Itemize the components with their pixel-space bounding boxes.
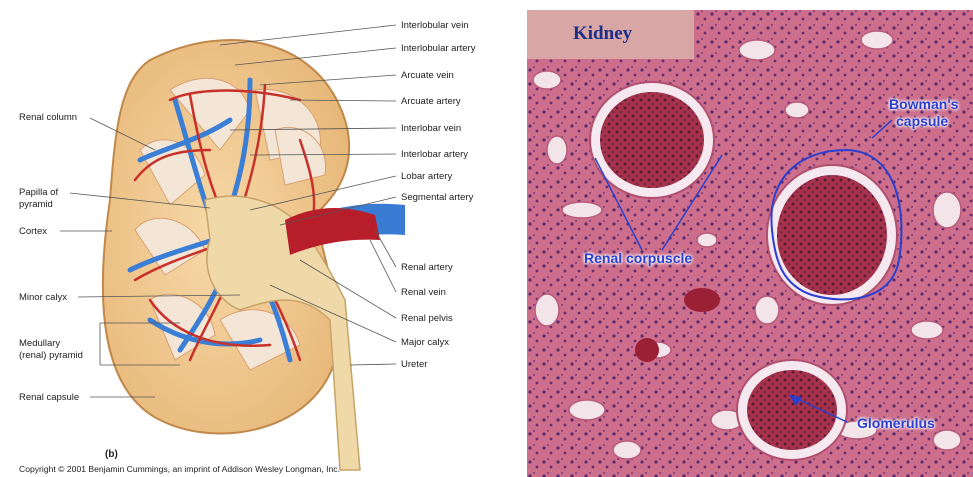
label-cortex: Cortex xyxy=(19,226,47,237)
label-papilla-line2: pyramid xyxy=(19,199,53,210)
label-lobar-artery: Lobar artery xyxy=(401,171,452,182)
label-major-calyx: Major calyx xyxy=(401,337,449,348)
label-ureter: Ureter xyxy=(401,359,427,370)
kidney-diagram-panel: Interlobular vein Interlobular artery Ar… xyxy=(0,0,500,477)
label-renal-artery: Renal artery xyxy=(401,262,453,273)
copyright-notice: Copyright © 2001 Benjamin Cummings, an i… xyxy=(19,464,340,474)
label-medullary-line2: (renal) pyramid xyxy=(19,350,83,361)
micrograph-title: Kidney xyxy=(573,23,632,45)
label-bowmans-line2: capsule xyxy=(896,113,948,129)
label-renal-column: Renal column xyxy=(19,112,77,123)
figure-letter: (b) xyxy=(105,449,118,460)
label-minor-calyx: Minor calyx xyxy=(19,292,67,303)
label-glomerulus: Glomerulus xyxy=(857,415,935,431)
label-bowmans-line1: Bowman's xyxy=(889,96,958,112)
label-medullary-line1: Medullary xyxy=(19,338,60,349)
label-interlobar-vein: Interlobar vein xyxy=(401,123,461,134)
label-interlobar-artery: Interlobar artery xyxy=(401,149,468,160)
label-renal-capsule: Renal capsule xyxy=(19,392,79,403)
label-renal-vein: Renal vein xyxy=(401,287,446,298)
label-segmental-artery: Segmental artery xyxy=(401,192,473,203)
label-arcuate-vein: Arcuate vein xyxy=(401,70,454,81)
title-banner: Kidney xyxy=(527,10,694,59)
label-renal-corpuscle: Renal corpuscle xyxy=(584,250,692,266)
label-interlobular-vein: Interlobular vein xyxy=(401,20,469,31)
kidney-micrograph-panel: Kidney Bowman's capsule Renal corpuscle … xyxy=(527,10,973,477)
kidney-micrograph-image xyxy=(527,10,973,477)
label-arcuate-artery: Arcuate artery xyxy=(401,96,461,107)
label-interlobular-artery: Interlobular artery xyxy=(401,43,475,54)
label-renal-pelvis: Renal pelvis xyxy=(401,313,453,324)
label-papilla-line1: Papilla of xyxy=(19,187,58,198)
